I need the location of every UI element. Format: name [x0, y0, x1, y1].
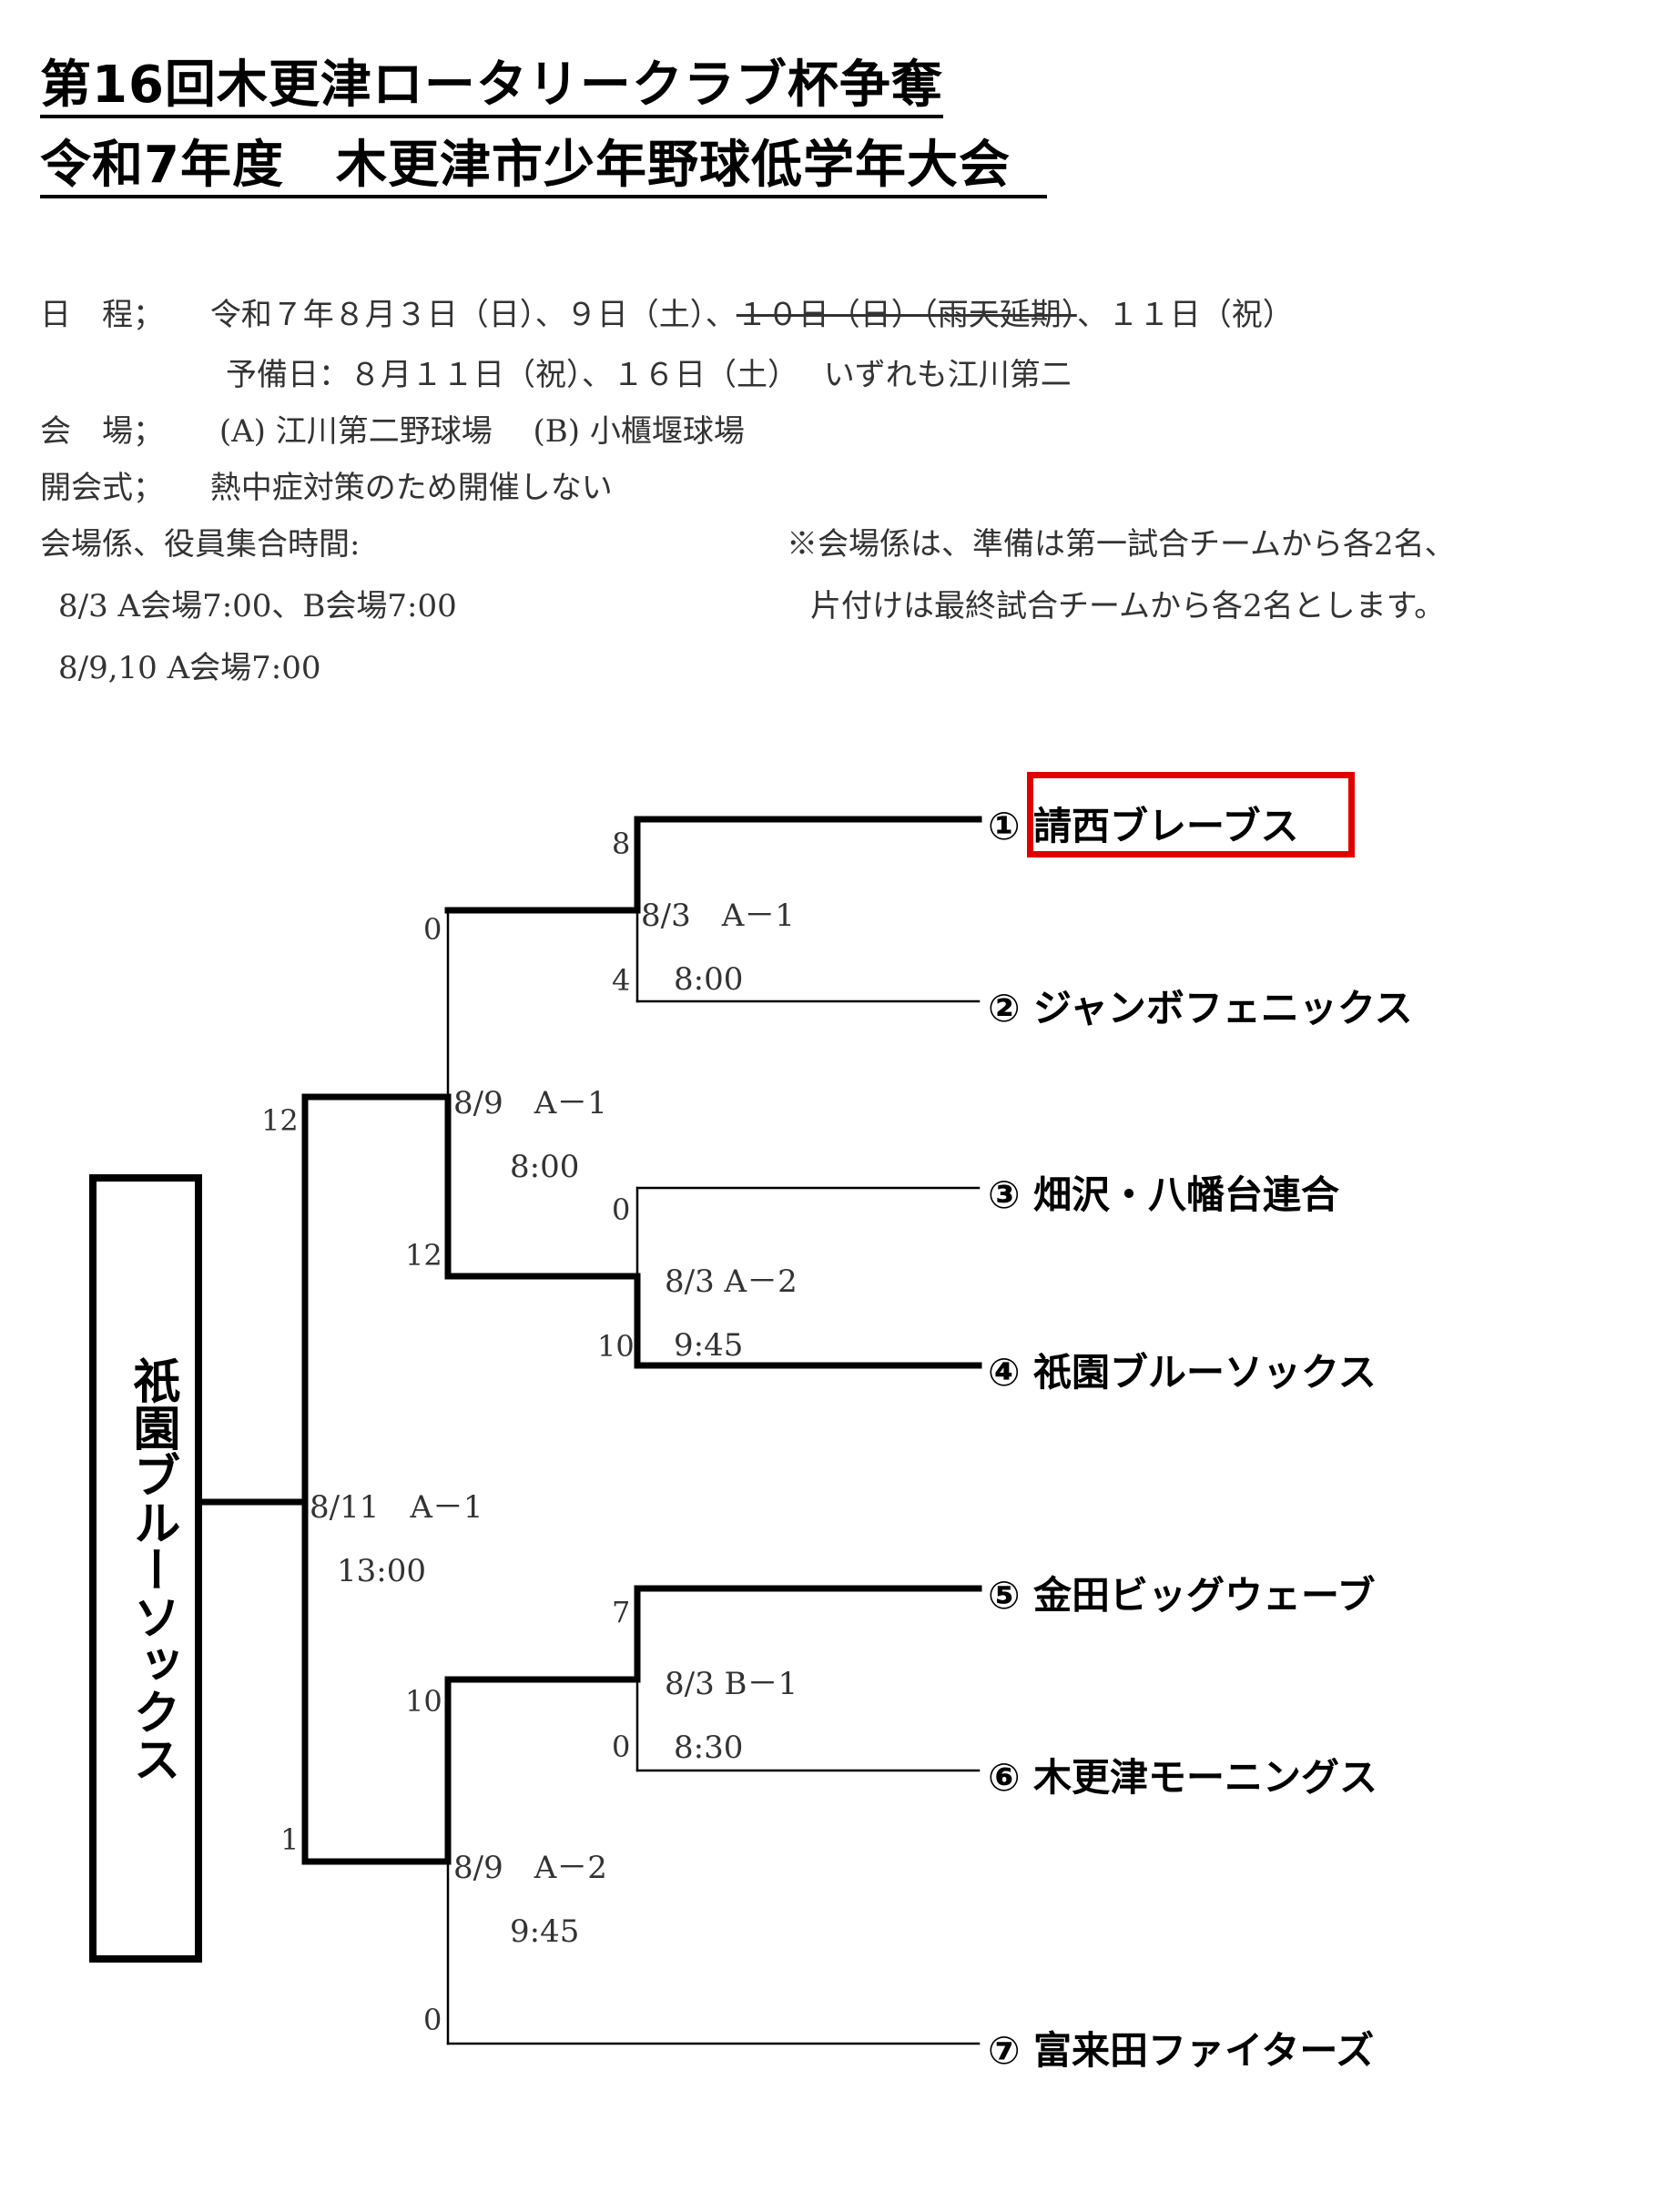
- team-entry-7: ⑦ 富来田ファイターズ: [988, 2020, 1374, 2075]
- schedule-value: 令和７年８月３日（日）、９日（土）、: [209, 297, 737, 333]
- match-semi2-label: 8/9 A－2: [453, 1850, 607, 1886]
- team-name: 祇園ブルーソックス: [1033, 1350, 1377, 1395]
- staff-time-1: 8/3 A会場7:00、B会場7:00: [58, 588, 457, 624]
- match-m2-label: 8/3 A－2: [665, 1263, 798, 1300]
- team-name: 富来田ファイターズ: [1033, 2028, 1375, 2073]
- highlight-box: [1027, 772, 1355, 857]
- match-m1-time: 8:00: [674, 961, 744, 998]
- venue-label: 会 場；: [40, 413, 164, 450]
- score-m2-bottom: 10: [597, 1329, 635, 1364]
- team-name: 金田ビッグウェーブ: [1033, 1573, 1376, 1618]
- match-m2-time: 9:45: [674, 1327, 744, 1364]
- team-number: ③: [988, 1172, 1021, 1217]
- match-semi1-time: 8:00: [510, 1149, 580, 1185]
- venue-line: 会 場； (A) 江川第二野球場 (B) 小櫃堰球場: [40, 406, 745, 451]
- team-number: ②: [988, 986, 1021, 1030]
- score-m1-bottom: 4: [612, 963, 631, 998]
- page-title: 第16回木更津ロータリークラブ杯争奪: [40, 56, 943, 119]
- champion-box: [89, 1174, 202, 1963]
- score-m3-top: 7: [612, 1595, 631, 1629]
- team-entry-1: ① 請西ブレーブス: [988, 796, 1298, 851]
- opening-line: 開会式； 熱中症対策のため開催しない: [40, 462, 613, 507]
- team-entry-5: ⑤ 金田ビッグウェーブ: [988, 1565, 1375, 1620]
- reserve-line: 予備日：８月１１日（祝）、１６日（土） いずれも江川第二: [226, 357, 1072, 393]
- match-final-time: 13:00: [337, 1553, 426, 1589]
- score-semi1-bottom: 12: [405, 1238, 442, 1273]
- staff-time-2: 8/9,10 A会場7:00: [58, 650, 321, 686]
- team-name: ジャンボフェニックス: [1033, 986, 1413, 1030]
- score-semi2-bottom: 0: [423, 2003, 442, 2037]
- opening-label: 開会式；: [40, 470, 164, 506]
- match-m3-time: 8:30: [674, 1730, 744, 1766]
- match-semi2-time: 9:45: [510, 1913, 580, 1950]
- team-name: 木更津モーニングス: [1033, 1755, 1378, 1800]
- score-semi2-top: 10: [405, 1684, 442, 1719]
- score-semi1-top: 0: [423, 912, 442, 947]
- staff-label: 会場係、役員集合時間:: [40, 526, 361, 563]
- match-final-label: 8/11 A－1: [310, 1489, 483, 1526]
- page-subtitle: 令和7年度 木更津市少年野球低学年大会: [40, 136, 1047, 199]
- match-m3-label: 8/3 B－1: [665, 1666, 798, 1702]
- score-m1-top: 8: [612, 827, 631, 861]
- team-name: 請西ブレーブス: [1033, 804, 1299, 848]
- schedule-label: 日 程；: [40, 297, 164, 333]
- score-m3-bottom: 0: [612, 1730, 631, 1764]
- team-number: ①: [988, 804, 1021, 848]
- match-m1-label: 8/3 A－1: [641, 898, 795, 934]
- team-name: 畑沢・八幡台連合: [1033, 1172, 1340, 1217]
- score-final-bottom: 1: [280, 1822, 300, 1857]
- team-entry-2: ② ジャンボフェニックス: [988, 978, 1413, 1033]
- team-entry-4: ④ 祇園ブルーソックス: [988, 1342, 1377, 1397]
- schedule-line: 日 程； 令和７年８月３日（日）、９日（土）、１０日（日）（雨天延期）、１１日（…: [40, 289, 1294, 334]
- team-number: ④: [988, 1350, 1021, 1395]
- score-final-top: 12: [261, 1103, 299, 1138]
- schedule-cancelled: １０日（日）（雨天延期）: [736, 297, 1077, 333]
- schedule-value-b: 、１１日（祝）: [1076, 297, 1294, 333]
- team-number: ⑥: [988, 1755, 1021, 1800]
- champion-name: 祇園ブルーソックス: [125, 1356, 179, 1782]
- match-semi1-label: 8/9 A－1: [453, 1085, 607, 1121]
- score-m2-top: 0: [612, 1192, 631, 1227]
- opening-value: 熱中症対策のため開催しない: [209, 470, 613, 506]
- staff-note-1: ※会場係は、準備は第一試合チームから各2名、: [787, 526, 1456, 563]
- venue-value: (A) 江川第二野球場 (B) 小櫃堰球場: [219, 413, 745, 450]
- team-number: ⑤: [988, 1573, 1021, 1618]
- team-number: ⑦: [988, 2028, 1021, 2073]
- team-entry-6: ⑥ 木更津モーニングス: [988, 1747, 1377, 1802]
- team-entry-3: ③ 畑沢・八幡台連合: [988, 1164, 1339, 1220]
- staff-note-2: 片付けは最終試合チームから各2名とします。: [810, 588, 1446, 624]
